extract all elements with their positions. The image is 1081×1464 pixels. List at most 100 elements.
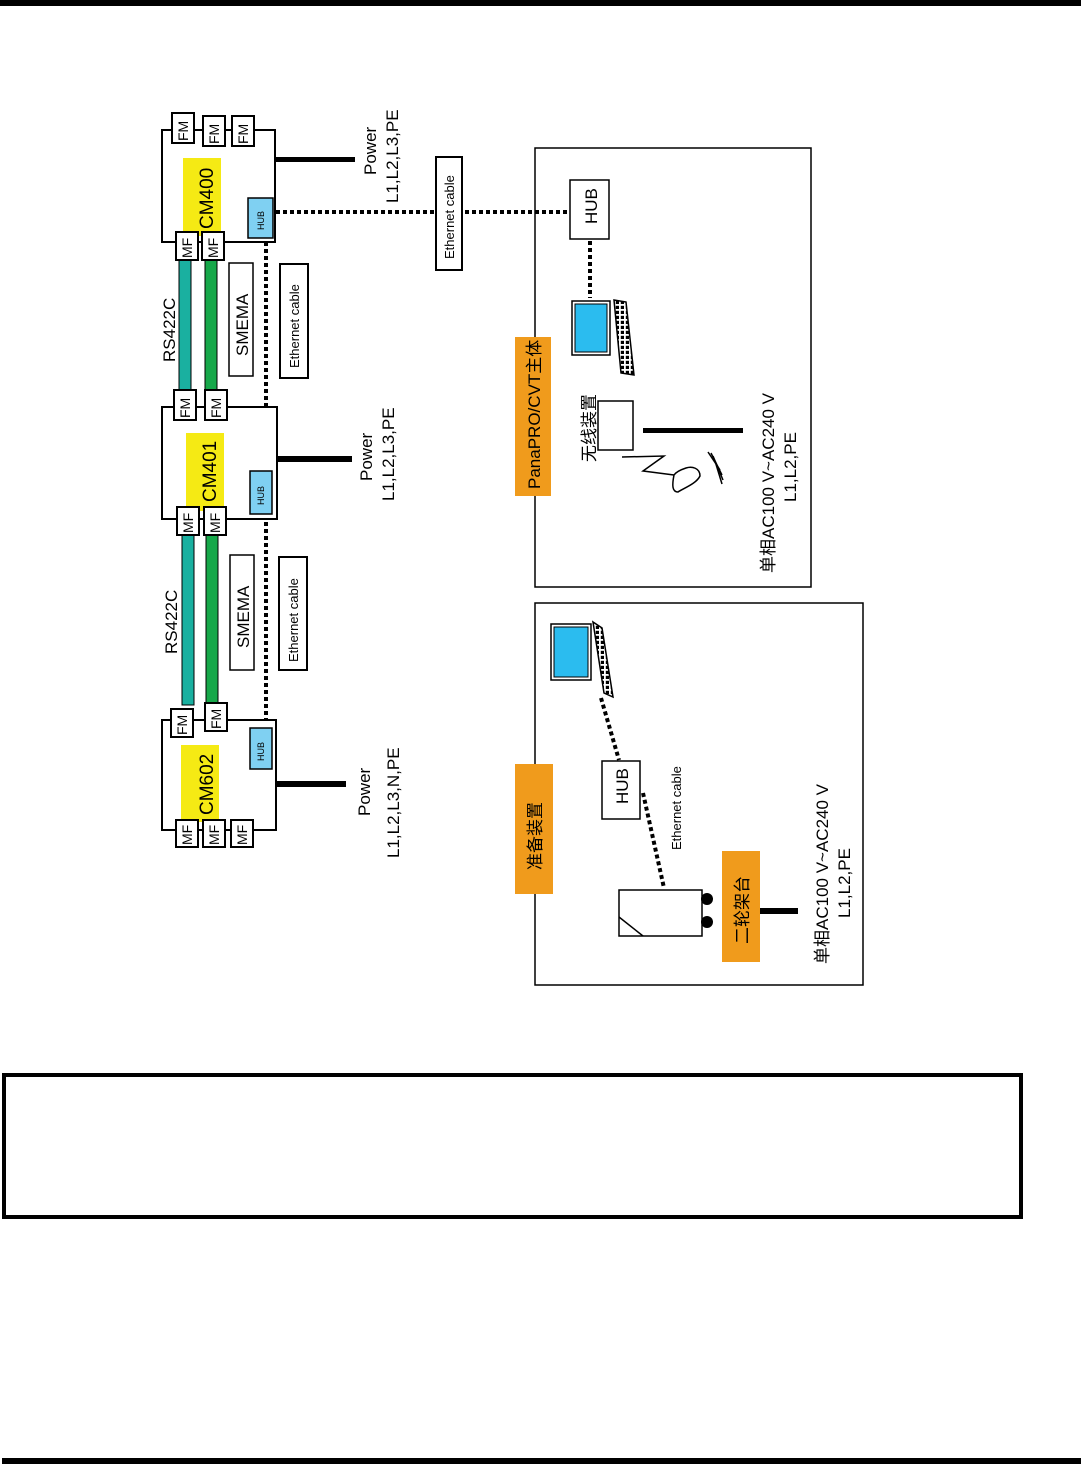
svg-text:FM: FM <box>235 124 251 144</box>
wireless-signal-icon <box>621 451 724 493</box>
mf-port: MF <box>175 231 199 261</box>
smema-label: SMEMA <box>233 293 252 356</box>
rs422c-label: RS422C <box>160 298 179 362</box>
rs422-cable <box>205 534 219 706</box>
host-panel-title: PanaPRO/CVT主体 <box>525 340 544 489</box>
hub-label: HUB <box>582 188 601 224</box>
computer-icon <box>571 299 635 376</box>
rs422-cable <box>181 534 195 706</box>
model-highlight <box>181 745 219 822</box>
svg-text:FM: FM <box>206 124 222 144</box>
hub-cart-cable <box>641 792 666 889</box>
link-cm400-cm401: RS422C SMEMA Ethernet cable <box>160 262 309 379</box>
hub-label: HUB <box>256 486 266 505</box>
cart-device-icon <box>618 889 713 937</box>
prep-panel: HUB Ethernet cable 准备装置 二轮架台 单相AC100 V~A… <box>515 602 864 986</box>
mf-port: MF <box>202 819 226 848</box>
mf-port: MF <box>176 506 200 536</box>
hub-label: HUB <box>256 211 266 230</box>
power-spec: L1,L2,L3,N,PE <box>384 747 403 858</box>
rs422c-label: RS422C <box>162 590 181 654</box>
power-lines: L1,L2,PE <box>835 848 854 918</box>
section-label-bg <box>722 851 760 962</box>
host-panel: HUB PanaPRO/CVT主体 无线装置 单 <box>515 147 812 588</box>
power-label: Power <box>361 126 380 175</box>
power-cable <box>275 157 355 162</box>
hub-label: HUB <box>256 742 266 761</box>
section-label-bg <box>515 337 551 496</box>
svg-text:MF: MF <box>180 513 196 533</box>
model-highlight <box>183 158 221 236</box>
ethernet-cable-box <box>278 556 308 671</box>
power-cable <box>277 456 352 462</box>
power-spec: 单相AC100 V~AC240 V <box>759 392 778 573</box>
ethernet-cable-label: Ethernet cable <box>286 578 301 662</box>
hub-box <box>601 760 641 820</box>
svg-text:MF: MF <box>179 825 195 845</box>
ethernet-cable-box <box>435 156 463 271</box>
svg-text:MF: MF <box>234 825 250 845</box>
svg-text:FM: FM <box>208 709 224 729</box>
uplink-ethernet-cable: Ethernet cable <box>435 156 463 271</box>
svg-text:FM: FM <box>174 715 190 735</box>
mf-port: MF <box>230 819 254 848</box>
note-box <box>2 1073 1023 1219</box>
wireless-power-cable <box>643 428 743 433</box>
hub-box <box>249 727 273 770</box>
rs422-cables <box>178 254 219 706</box>
ethernet-cable-label: Ethernet cable <box>669 766 684 850</box>
cart-power-cable <box>760 908 798 914</box>
link-cm401-cm602: RS422C SMEMA Ethernet cable <box>162 554 308 671</box>
model-label: CM602 <box>197 754 218 815</box>
machine-cm401[interactable]: CM401 HUB FM FM MF MF Power L1,L2,L3,PE <box>161 389 398 536</box>
svg-text:MF: MF <box>207 513 223 533</box>
computer-icon <box>550 620 614 699</box>
svg-text:MF: MF <box>205 238 221 258</box>
rs422-cable <box>178 254 192 396</box>
fm-port: FM <box>231 115 255 147</box>
hub-box <box>249 470 273 515</box>
power-spec: L1,L2,L3,PE <box>379 407 398 501</box>
network-diagram: CM400 HUB FM FM FM MF MF Power L1,L2,L3,… <box>160 109 864 986</box>
hub-box <box>247 197 274 239</box>
mf-port: MF <box>201 231 225 261</box>
svg-text:FM: FM <box>175 121 191 141</box>
fm-port: FM <box>173 389 197 421</box>
fm-port: FM <box>171 112 195 144</box>
smema-box <box>228 262 254 377</box>
fm-port: FM <box>170 708 194 738</box>
svg-text:FM: FM <box>208 398 224 418</box>
wireless-device-box <box>597 400 634 451</box>
rs422-cable <box>204 254 218 396</box>
top-rule <box>0 0 1081 6</box>
power-label: Power <box>355 767 374 816</box>
wireless-label: 无线装置 <box>580 394 599 462</box>
mf-port: MF <box>175 819 199 848</box>
hub-label: HUB <box>613 768 632 804</box>
model-label: CM401 <box>200 441 221 502</box>
power-spec: L1,L2,L3,PE <box>383 109 402 203</box>
power-spec: 单相AC100 V~AC240 V <box>813 783 832 964</box>
machine-cm400[interactable]: CM400 HUB FM FM FM MF MF Power L1,L2,L3,… <box>161 109 402 261</box>
svg-text:MF: MF <box>179 238 195 258</box>
power-lines: L1,L2,PE <box>781 432 800 502</box>
mf-port: MF <box>203 506 227 536</box>
ethernet-cable-label: Ethernet cable <box>287 284 302 368</box>
svg-text:MF: MF <box>206 825 222 845</box>
model-highlight <box>186 433 224 511</box>
hub-box <box>569 179 610 240</box>
fm-port: FM <box>204 389 228 421</box>
fm-port: FM <box>202 115 226 147</box>
smema-label: SMEMA <box>234 585 253 648</box>
bottom-rule <box>2 1458 1081 1464</box>
power-cable <box>276 781 346 787</box>
section-label-bg <box>515 764 553 894</box>
ethernet-cable-box <box>279 263 309 379</box>
machine-cm602[interactable]: CM602 HUB FM FM MF MF MF Power L1,L2,L3,… <box>161 702 403 858</box>
cart-label: 二轮架台 <box>733 876 752 944</box>
fm-port: FM <box>204 702 228 732</box>
pc-hub-cable <box>599 697 621 761</box>
svg-text:FM: FM <box>177 398 193 418</box>
smema-box <box>229 554 255 671</box>
